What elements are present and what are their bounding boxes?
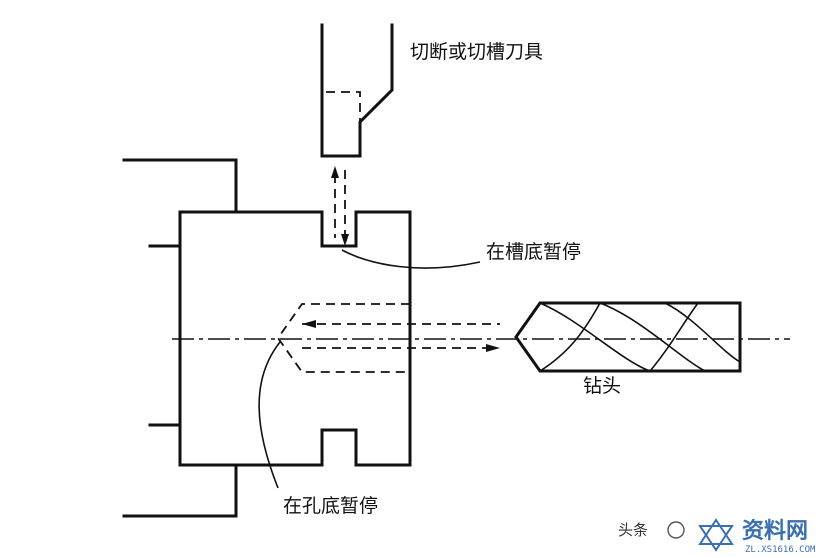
groove-dwell-leader <box>341 249 481 269</box>
drill-label: 钻头 <box>583 375 621 397</box>
workpiece <box>178 210 412 467</box>
logo-icon <box>698 518 734 552</box>
drilled-hole <box>276 303 500 373</box>
hole-dwell-leader <box>258 341 281 489</box>
watermark-source: 头条 <box>618 521 648 539</box>
chuck-jaws <box>122 158 238 518</box>
grooving-tool <box>320 23 394 158</box>
tool-feed-arrows <box>331 166 349 246</box>
hole-dwell-label: 在孔底暂停 <box>283 495 378 517</box>
watermark: 头条 资料网 ZL.XS1616.COM <box>618 518 816 555</box>
at-sign-icon <box>667 521 685 539</box>
drill-bit <box>514 301 742 373</box>
groove-dwell-label: 在槽底暂停 <box>486 241 581 263</box>
tool-label: 切断或切槽刀具 <box>410 41 543 63</box>
watermark-url: ZL.XS1616.COM <box>745 545 816 555</box>
watermark-brand: 资料网 <box>742 519 808 544</box>
